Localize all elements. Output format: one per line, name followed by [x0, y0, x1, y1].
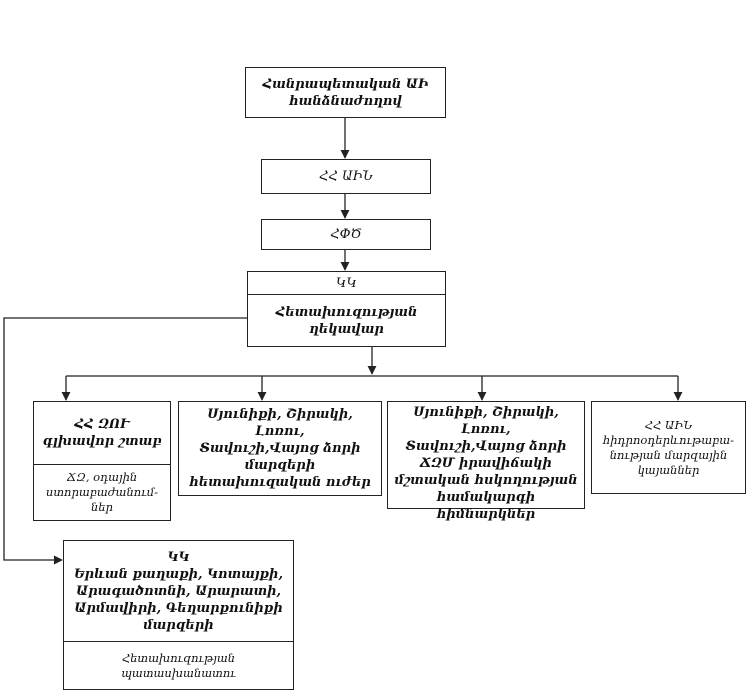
node-top-authority-text: Հանրապետական ԱԻ հանձնաժողով	[262, 76, 429, 109]
node-hh-aik-regional: ՀՀ ԱԻՆ հիդրոօդերևութաբա- նության մարզայի…	[591, 401, 746, 494]
node-hh-zou-header: ՀՀ ԶՈՒ գլխավոր շտաբ	[42, 417, 162, 449]
node-kk-leadership-body: Հետախուզության ղեկավար	[275, 304, 418, 337]
node-kk-city-header: ԿԿ Երևան քաղաքի, Կոտայքի, Արագածոտնի, Ար…	[74, 549, 283, 633]
arrow-kk-to-city	[3, 317, 247, 565]
node-hh-aik: ՀՀ ԱԻՆ	[261, 159, 431, 194]
node-hh-aik-regional-text: ՀՀ ԱԻՆ հիդրոօդերևութաբա- նության մարզայի…	[602, 417, 735, 477]
node-hfts-text: ՀՓԾ	[330, 227, 362, 242]
node-regional-teams: Սյունիքի, Շիրակի, Լոռու, Տավուշի,Վայոց ձ…	[178, 401, 382, 496]
node-regional-system: Սյունիքի, Շիրակի, Լոռու, Տավուշի,Վայոց ձ…	[387, 401, 585, 522]
node-hfts: ՀՓԾ	[261, 219, 431, 250]
node-regional-system-text: Սյունիքի, Շիրակի, Լոռու, Տավուշի,Վայոց ձ…	[394, 405, 578, 522]
node-kk-leadership-header: ԿԿ	[336, 275, 357, 291]
node-hh-zou-body: ՃԶ, օդային ստորաբաժանում- ներ	[45, 470, 159, 514]
node-kk-city: ԿԿ Երևան քաղաքի, Կոտայքի, Արագածոտնի, Ար…	[63, 540, 294, 690]
node-regional-teams-text: Սյունիքի, Շիրակի, Լոռու, Տավուշի,Վայոց ձ…	[189, 407, 371, 490]
node-hh-zou: ՀՀ ԶՈՒ գլխավոր շտաբ ՃԶ, օդային ստորաբաժա…	[33, 401, 171, 521]
node-kk-leadership: ԿԿ Հետախուզության ղեկավար	[247, 271, 446, 347]
node-top-authority: Հանրապետական ԱԻ հանձնաժողով	[245, 67, 446, 118]
node-hh-aik-text: ՀՀ ԱԻՆ	[319, 169, 373, 184]
node-kk-city-body: Հետախուզության պատասխանատու	[121, 650, 236, 680]
